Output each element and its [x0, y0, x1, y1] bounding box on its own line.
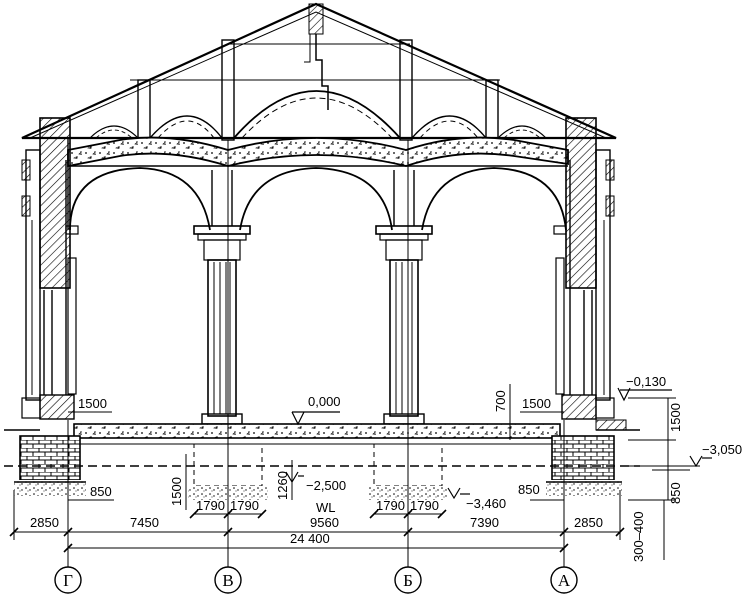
axis-label-b: Б: [403, 571, 413, 590]
right-wall: [561, 117, 615, 420]
dim-plinth-right: 1500: [522, 396, 551, 411]
column-b: [375, 170, 433, 425]
dim-found-left: 850: [90, 484, 112, 499]
axis-marker-a: [550, 566, 578, 594]
dim-right-300-400: 300–400: [631, 511, 646, 562]
axis-label-a: А: [558, 571, 571, 590]
dimension-lines: [9, 384, 690, 560]
dim-right-wall: 2850: [574, 515, 603, 530]
axis-label-v: В: [222, 571, 233, 590]
axis-marker-g: [54, 566, 82, 594]
axis-label-g: Г: [63, 571, 73, 590]
dim-span-2: 9560: [310, 515, 339, 530]
dim-found-right: 850: [518, 482, 540, 497]
column-v: [193, 170, 251, 425]
dim-pad-4: 1790: [410, 498, 439, 513]
level-pad-top: −2,500: [306, 478, 346, 493]
level-pad-bottom: −3,460: [466, 496, 506, 511]
axis-markers: Г В Б А: [54, 566, 578, 594]
dimension-texts: 2850 7450 9560 7390 2850 24 400 850 850 …: [30, 390, 683, 562]
level-texts: 0,000 −0,130 −2,500 −3,460 −3,050 WL: [306, 374, 742, 515]
axis-lines: [13, 140, 621, 568]
vault-slab: [67, 136, 569, 168]
arcades: [67, 138, 568, 231]
dim-total: 24 400: [290, 531, 330, 546]
axis-marker-b: [394, 566, 422, 594]
roof: [21, 2, 617, 141]
dim-left-wall: 2850: [30, 515, 59, 530]
dim-pad-2: 1790: [230, 498, 259, 513]
dim-pad-3: 1790: [376, 498, 405, 513]
dim-span-3: 7390: [470, 515, 499, 530]
level-markers: [285, 387, 712, 500]
left-wall: [21, 117, 75, 420]
dim-right-1500: 1500: [668, 403, 683, 432]
dim-right-850: 850: [668, 482, 683, 504]
water-level-label: WL: [316, 500, 336, 515]
dim-span-1: 7450: [130, 515, 159, 530]
level-ground-right: −0,130: [626, 374, 666, 389]
level-outside: −3,050: [702, 442, 742, 457]
dim-depth-1260: 1260: [275, 471, 290, 500]
foundation-right: [546, 435, 622, 496]
dim-plinth-left: 1500: [78, 396, 107, 411]
dim-depth-1500: 1500: [169, 477, 184, 506]
level-floor: 0,000: [308, 394, 341, 409]
dim-pad-1: 1790: [196, 498, 225, 513]
dim-h-700: 700: [493, 390, 508, 412]
axis-marker-v: [214, 566, 242, 594]
wall-pilasters: [65, 225, 567, 395]
floor: [4, 419, 640, 445]
